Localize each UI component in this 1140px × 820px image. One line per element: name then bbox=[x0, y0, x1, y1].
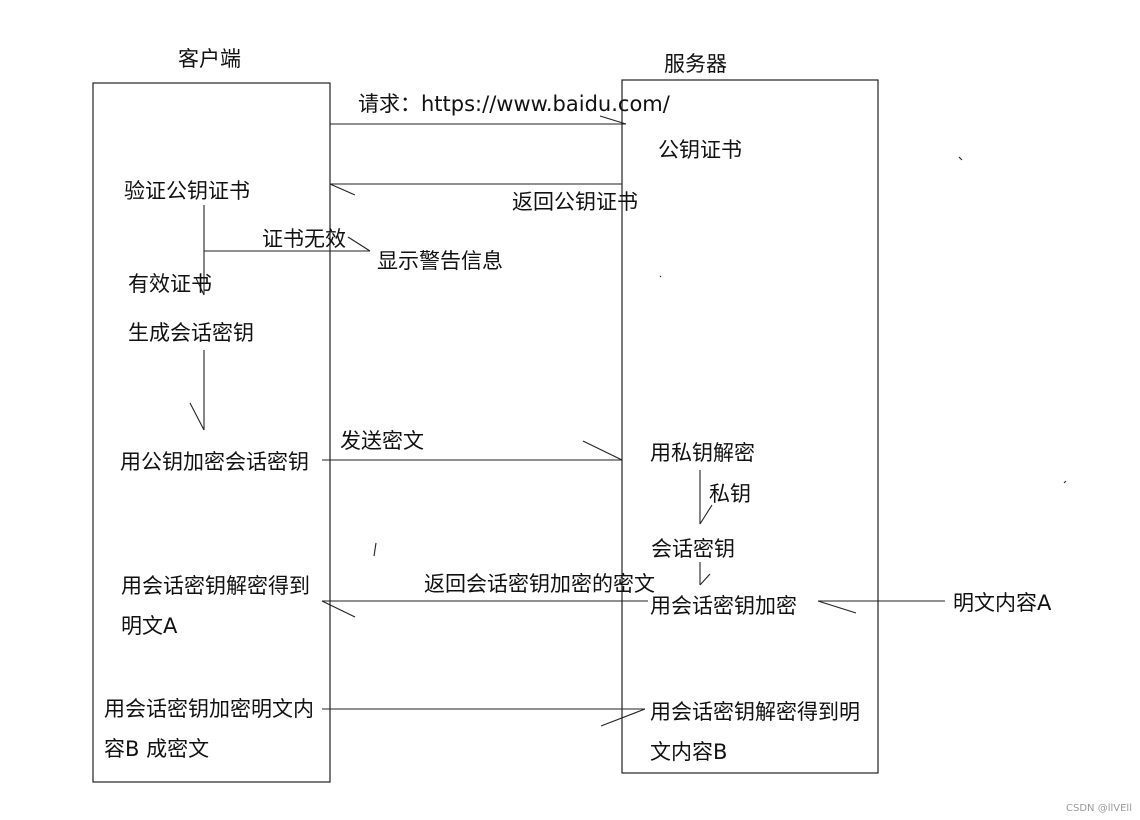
stray-mark bbox=[958, 156, 963, 161]
stray-mark bbox=[659, 275, 662, 278]
encrypt-plain-b-label: 用会话密钥加密明文内容B 成密文 bbox=[104, 697, 314, 761]
stray-mark bbox=[373, 542, 377, 557]
plaintext-a-arrowhead bbox=[817, 600, 857, 614]
request-label: 请求：https://www.baidu.com/ bbox=[358, 92, 670, 116]
session-encrypt-label: 用会话密钥加密 bbox=[650, 594, 797, 618]
server-box bbox=[621, 79, 879, 774]
return-cipher-arrowhead bbox=[321, 600, 356, 618]
private-down-arrowhead bbox=[699, 504, 713, 525]
send-cipher-arrowhead bbox=[582, 440, 623, 461]
stray-mark bbox=[1063, 480, 1067, 484]
private-decrypt-label: 用私钥解密 bbox=[650, 441, 755, 465]
show-warning-label: 显示警告信息 bbox=[377, 249, 503, 273]
session-decrypt-b-label: 用会话密钥解密得到明文内容B bbox=[650, 700, 860, 764]
invalid-branch-arrowhead bbox=[347, 236, 371, 252]
return-session-cipher-label: 返回会话密钥加密的密文 bbox=[424, 572, 655, 596]
session-key-label: 会话密钥 bbox=[651, 537, 735, 561]
session-down-arrowhead bbox=[699, 573, 711, 586]
plaintext-a-label: 明文内容A bbox=[953, 591, 1052, 615]
client-title: 客户端 bbox=[178, 47, 241, 71]
private-key-label: 私钥 bbox=[709, 482, 751, 506]
verify-cert-label: 验证公钥证书 bbox=[124, 179, 250, 203]
gen-session-key-label: 生成会话密钥 bbox=[128, 321, 254, 345]
decrypt-to-plain-a-label: 用会话密钥解密得到明文A bbox=[121, 574, 310, 638]
return-cert-arrowhead bbox=[329, 183, 356, 196]
client-box bbox=[92, 82, 331, 783]
watermark: CSDN @llVEll bbox=[1066, 803, 1132, 814]
valid-cert-label: 有效证书 bbox=[128, 272, 212, 296]
verify-down-arrowhead bbox=[195, 277, 205, 296]
send-b-arrowhead bbox=[600, 708, 646, 727]
cert-invalid-label: 证书无效 bbox=[262, 227, 346, 251]
send-ciphertext-label: 发送密文 bbox=[340, 429, 424, 453]
server-title: 服务器 bbox=[664, 52, 727, 76]
return-cert-label: 返回公钥证书 bbox=[512, 190, 638, 214]
gen-key-down-arrowhead bbox=[189, 402, 205, 431]
encrypt-session-key-label: 用公钥加密会话密钥 bbox=[120, 450, 309, 474]
public-cert-label: 公钥证书 bbox=[658, 138, 742, 162]
request-arrowhead bbox=[599, 115, 627, 125]
